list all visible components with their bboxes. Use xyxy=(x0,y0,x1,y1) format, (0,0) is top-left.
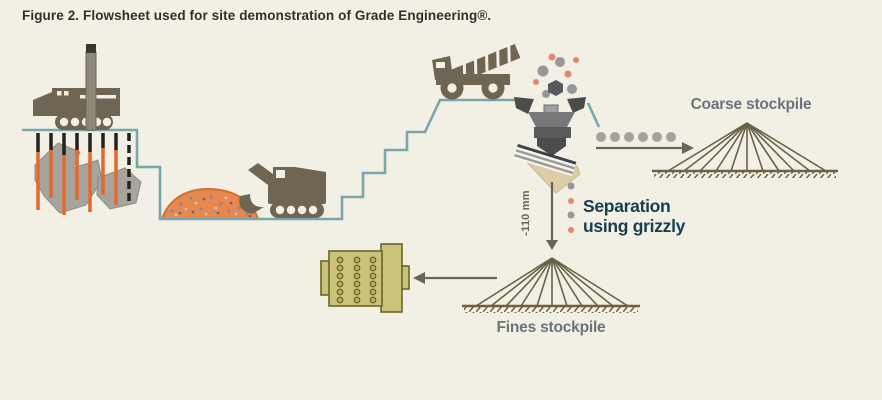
drill-mast xyxy=(85,51,97,131)
bench-edge-after-hopper xyxy=(586,102,601,128)
drill-rig-icon xyxy=(33,44,120,131)
conveyor-dots-icon xyxy=(596,132,676,142)
blast-holes-icon xyxy=(36,133,131,215)
falling-particles-icon xyxy=(533,53,579,98)
figure-caption: Figure 2. Flowsheet used for site demons… xyxy=(22,8,492,23)
excavator-icon xyxy=(239,163,326,218)
haul-truck-icon xyxy=(432,44,521,100)
separation-label-line2: using grizzly xyxy=(583,215,686,236)
separation-label-line1: Separation xyxy=(583,196,671,216)
coarse-stockpile-icon xyxy=(652,122,838,178)
transfer-arrow-icon xyxy=(413,272,497,284)
fines-stockpile-label: Fines stockpile xyxy=(496,319,606,336)
undersize-particles-icon xyxy=(567,182,575,233)
muck-pile-icon xyxy=(160,187,260,220)
grizzly-screen-icon xyxy=(513,144,581,194)
scrubber-machine-icon xyxy=(320,243,410,313)
size-fraction-label: -110 mm xyxy=(520,190,532,236)
hopper-icon xyxy=(514,97,586,156)
bench-profile-line xyxy=(22,98,520,221)
conveyor-arrow-icon xyxy=(596,142,694,154)
separation-label: Separation using grizzly xyxy=(583,196,713,236)
fines-stockpile-icon xyxy=(462,257,640,313)
coarse-stockpile-label: Coarse stockpile xyxy=(690,96,812,113)
undersize-arrow-icon xyxy=(546,182,558,250)
